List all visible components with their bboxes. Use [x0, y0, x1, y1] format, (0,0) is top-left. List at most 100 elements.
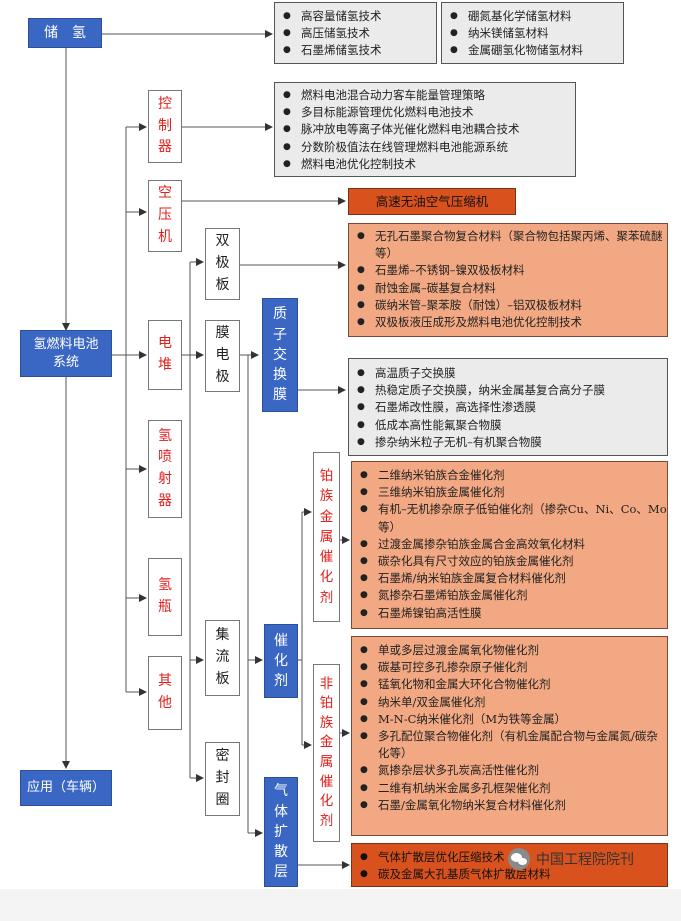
panel-item: 高温质子交换膜 — [349, 365, 667, 382]
node-catalyst-char: 剂 — [274, 673, 288, 690]
node-pt-group-catalyst: 铂族金属催化剂 — [313, 452, 340, 622]
panel-item: 二维有机纳米金属多孔框架催化剂 — [352, 780, 667, 797]
node-nonpt-char: 族 — [319, 714, 334, 731]
node-membrane-electrode: 膜电极 — [205, 320, 240, 392]
panel-item: 掺杂纳米粒子无机–有机聚合物膜 — [349, 434, 667, 451]
node-gdl-char: 体 — [274, 803, 288, 820]
panel-item: M-N-C纳米催化剂（M为铁等金属） — [352, 711, 667, 728]
panel-item: 双极板液压成形及燃料电池优化控制技术 — [349, 314, 667, 331]
panel-compressor: 高速无油空气压缩机 — [348, 188, 516, 215]
panel-item: 氮掺杂石墨烯铂族金属催化剂 — [352, 587, 667, 604]
node-nonpt-char: 金 — [319, 734, 334, 751]
node-nonpt-char: 铂 — [319, 695, 334, 712]
panel-item: 石墨烯–不锈钢–镍双极板材料 — [349, 262, 667, 279]
node-nonpt-char: 化 — [319, 793, 334, 810]
panel-item: 碳纳米管–聚苯胺（耐蚀）–铝双极板材料 — [349, 297, 667, 314]
node-pem-char: 质 — [273, 306, 287, 323]
node-mea-char: 膜 — [215, 325, 230, 342]
panel-item: 氮掺杂层状多孔炭高活性催化剂 — [352, 762, 667, 779]
panel-item: 硼氮基化学储氢材料 — [442, 8, 623, 25]
node-seal-char: 圈 — [215, 791, 230, 808]
node-stack: 电堆 — [148, 320, 182, 390]
panel-item: 燃料电池优化控制技术 — [275, 156, 575, 173]
node-pt-char: 剂 — [319, 589, 334, 606]
node-controller-char: 控 — [158, 95, 172, 112]
panel-item: 石墨烯镍铂高活性膜 — [352, 605, 667, 622]
panel-item: 高容量储氢技术 — [275, 8, 436, 25]
panel-controller: 燃料电池混合动力客车能量管理策略 多目标能源管理优化燃料电池技术 脉冲放电等离子… — [274, 82, 576, 177]
panel-item: 多目标能源管理优化燃料电池技术 — [275, 104, 575, 121]
panel-item: 碳基可控多孔掺杂原子催化剂 — [352, 659, 667, 676]
panel-item: 分数阶极值法在线管理燃料电池能源系统 — [275, 139, 575, 156]
node-hydrogen-storage: 储 氢 — [28, 18, 102, 48]
panel-item: 金属硼氢化物储氢材料 — [442, 42, 623, 59]
node-non-pt-group-catalyst: 非铂族金属催化剂 — [313, 664, 340, 842]
node-gdl-char: 层 — [274, 864, 288, 881]
node-pt-char: 族 — [319, 488, 334, 505]
node-air-compressor: 空压机 — [148, 180, 182, 252]
panel-item: 碳杂化具有尺寸效应的铂族金属催化剂 — [352, 553, 667, 570]
node-controller: 控制器 — [148, 90, 182, 163]
node-gdl-char: 气 — [274, 783, 288, 800]
node-other-char: 他 — [158, 695, 172, 711]
node-stack-char: 电 — [158, 335, 172, 352]
node-application-vehicle: 应用（车辆） — [20, 770, 112, 806]
node-pem-char: 膜 — [273, 387, 287, 404]
panel-item: 热稳定质子交换膜，纳米金属基复合高分子膜 — [349, 382, 667, 399]
panel-non-pt-catalyst: 单或多层过渡金属氧化物催化剂 碳基可控多孔掺杂原子催化剂 锰氧化物和金属大环化合… — [351, 636, 668, 836]
panel-item: 多孔配位聚合物催化剂（有机金属配合物与金属氮/碳杂化等） — [352, 728, 667, 762]
node-catalyst-char: 化 — [274, 652, 288, 669]
node-nonpt-char: 属 — [319, 754, 334, 770]
node-injector-char: 喷 — [158, 449, 172, 466]
node-catalyst: 催化剂 — [264, 624, 298, 698]
node-stack-char: 堆 — [158, 357, 172, 373]
wechat-icon — [508, 848, 530, 870]
panel-item: 过渡金属掺杂铂族金属合金高效氧化材料 — [352, 536, 667, 553]
node-collector-char: 流 — [215, 649, 230, 666]
panel-item: 碳及金属大孔基质气体扩散层材料 — [352, 866, 667, 883]
node-controller-char: 制 — [158, 117, 172, 134]
panel-storage-left: 高容量储氢技术 高压储氢技术 石墨烯储氢技术 — [274, 2, 437, 64]
node-nonpt-char: 剂 — [319, 812, 334, 829]
node-bipolar-char: 板 — [215, 276, 230, 293]
node-tank-char: 氢 — [158, 577, 172, 594]
node-injector-char: 射 — [158, 471, 172, 487]
node-nonpt-char: 非 — [319, 675, 334, 692]
node-tank-char: 瓶 — [158, 599, 172, 615]
node-gdl-char: 散 — [274, 844, 288, 861]
panel-item: 纳米单/双金属催化剂 — [352, 694, 667, 711]
node-proton-exchange-membrane: 质子交换膜 — [262, 298, 298, 412]
panel-item: 脉冲放电等离子体光催化燃料电池耦合技术 — [275, 121, 575, 138]
panel-item: 无孔石墨聚合物复合材料（聚合物包括聚丙烯、聚苯硫醚等） — [349, 228, 667, 262]
panel-pem: 高温质子交换膜 热稳定质子交换膜，纳米金属基复合高分子膜 石墨烯改性膜，高选择性… — [348, 358, 668, 456]
page-footer — [0, 889, 681, 921]
panel-item: 单或多层过渡金属氧化物催化剂 — [352, 642, 667, 659]
node-pem-char: 交 — [273, 346, 287, 363]
watermark-text: 中国工程院院刊 — [536, 852, 634, 868]
node-catalyst-char: 催 — [274, 632, 288, 649]
node-other: 其他 — [148, 656, 182, 730]
node-pt-char: 铂 — [319, 468, 334, 485]
node-pt-char: 属 — [319, 528, 334, 545]
node-compressor-char: 空 — [158, 185, 172, 202]
panel-bipolar: 无孔石墨聚合物复合材料（聚合物包括聚丙烯、聚苯硫醚等） 石墨烯–不锈钢–镍双极板… — [348, 223, 668, 337]
panel-item: 低成本高性能氟聚合物膜 — [349, 417, 667, 434]
panel-item: 石墨烯储氢技术 — [275, 42, 436, 59]
panel-item: 三维纳米铂族金属催化剂 — [352, 484, 667, 501]
panel-item: 燃料电池混合动力客车能量管理策略 — [275, 87, 575, 104]
node-injector-char: 氢 — [158, 427, 172, 444]
node-pem-char: 换 — [273, 367, 287, 384]
node-pem-char: 子 — [273, 326, 287, 343]
panel-item: 石墨烯/纳米铂族金属复合材料催化剂 — [352, 570, 667, 587]
node-nonpt-char: 催 — [319, 773, 334, 790]
panel-item: 纳米镁储氢材料 — [442, 25, 623, 42]
node-bipolar-char: 极 — [215, 255, 230, 272]
node-controller-char: 器 — [158, 139, 172, 156]
panel-item: 有机–无机掺杂原子低铂催化剂（掺杂Cu、Ni、Co、Mo等） — [352, 501, 667, 535]
node-seal-ring: 密封圈 — [205, 742, 240, 816]
panel-item: 气体扩散层优化压缩技术 — [352, 849, 667, 866]
node-fuel-cell-system: 氢燃料电池系统 — [20, 330, 112, 377]
panel-item: 二维纳米铂族合金催化剂 — [352, 467, 667, 484]
node-hydrogen-injector: 氢喷射器 — [148, 420, 182, 518]
node-injector-char: 器 — [158, 492, 172, 509]
